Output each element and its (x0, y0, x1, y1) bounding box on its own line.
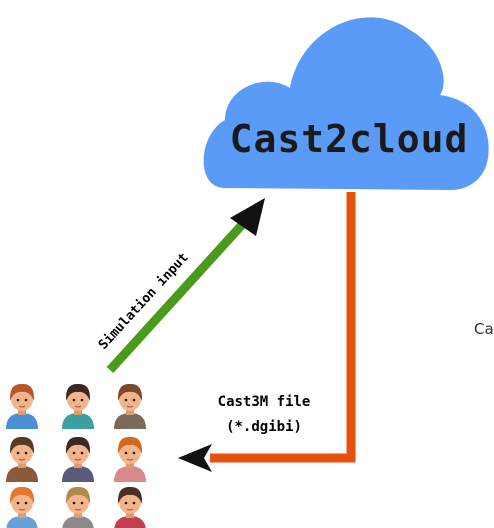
user-avatar-icon (6, 383, 38, 429)
cloud-label: Cast2cloud (230, 117, 469, 161)
user-avatar-icon (62, 486, 94, 528)
user-avatar-icon (62, 436, 94, 482)
user-avatar-icon (62, 383, 94, 429)
cast3m-file-arrowhead (178, 444, 212, 472)
user-avatar-icon (114, 486, 146, 528)
cast3m-file-line (210, 192, 356, 463)
cast3m-file-label-line2: (*.dgibi) (226, 419, 302, 435)
cast3m-file-arrow: Cast3M file (*.dgibi) (178, 192, 356, 472)
cloud-icon: Cast2cloud (203, 17, 489, 190)
user-avatar-icon (6, 486, 38, 528)
user-avatar-icon (114, 436, 146, 482)
cast3m-file-label-line1: Cast3M file (218, 394, 311, 410)
simulation-input-arrow: Simulation input (96, 198, 265, 374)
cloud-shape (203, 17, 489, 190)
simulation-input-line (106, 212, 254, 374)
side-text-fragment: Ca (474, 320, 494, 338)
users-group (6, 383, 146, 528)
user-avatar-icon (6, 436, 38, 482)
user-avatar-icon (114, 383, 146, 429)
simulation-input-arrowhead (230, 198, 265, 236)
